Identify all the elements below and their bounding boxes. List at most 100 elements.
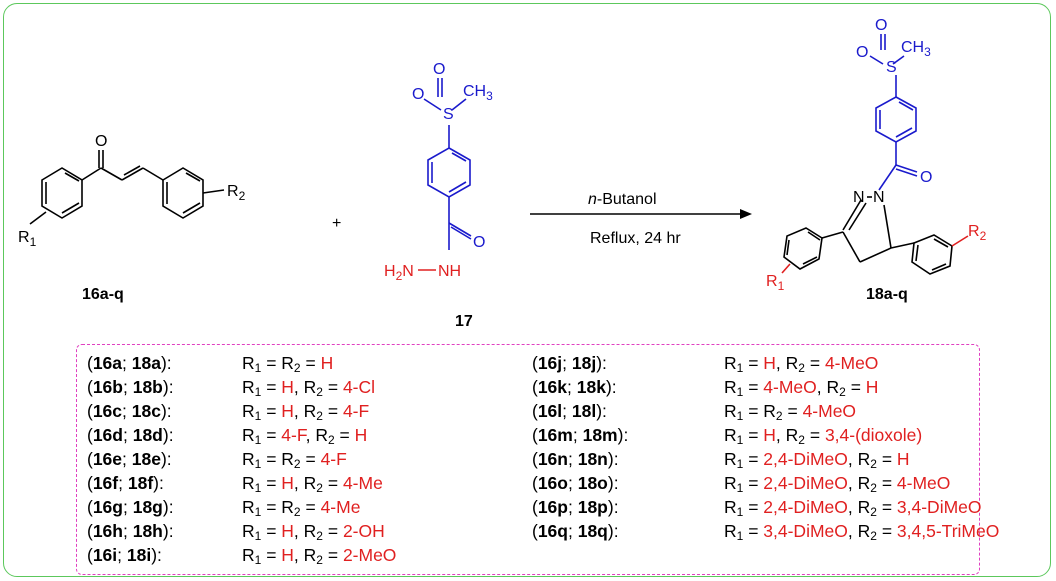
hydrazide-sulfur: S bbox=[443, 106, 454, 123]
chalcone-ring-a bbox=[41, 167, 83, 219]
hydrazide-oxygen-left: O bbox=[412, 86, 424, 103]
paren: ): bbox=[617, 425, 629, 445]
equals: = bbox=[261, 377, 282, 397]
r1-value: H bbox=[763, 353, 776, 373]
r-label: R2 bbox=[304, 545, 323, 566]
r-label: R1 bbox=[242, 425, 261, 446]
r-label: R1 bbox=[724, 425, 743, 446]
r2-value: 3,4-(dioxole) bbox=[824, 425, 923, 445]
r1-value: H bbox=[281, 521, 294, 541]
compound-pair: (16o; 18o): bbox=[532, 471, 619, 495]
equals: = bbox=[743, 401, 764, 421]
substituent-row: (16o; 18o):R1 = 2,4-DiMeO, R2 = 4-MeO bbox=[532, 471, 950, 495]
paren: ( bbox=[87, 353, 93, 373]
r-index: 2 bbox=[870, 457, 877, 471]
equals: = bbox=[743, 353, 764, 373]
substituent-row: (16p; 18p):R1 = 2,4-DiMeO, R2 = 3,4-DiMe… bbox=[532, 495, 982, 519]
comma: , bbox=[847, 497, 858, 517]
r-label: R2 bbox=[858, 449, 877, 471]
hydrazide-amide-oxygen: O bbox=[473, 234, 485, 251]
r-symbol: R bbox=[303, 473, 317, 493]
r1-value: H bbox=[281, 377, 294, 397]
r-label: R1 bbox=[242, 353, 261, 374]
r-symbol: R bbox=[724, 425, 737, 445]
r-label: R1 bbox=[724, 377, 744, 399]
product-oxygen-top: O bbox=[875, 17, 887, 34]
r-symbol: R bbox=[785, 353, 799, 373]
compound-16: 16l bbox=[537, 401, 563, 421]
chalcone-r2: R2 bbox=[227, 183, 246, 203]
equals: = bbox=[334, 425, 355, 445]
compound-16: 16b bbox=[92, 377, 123, 397]
paren: ( bbox=[87, 377, 93, 397]
compound-16: 16n bbox=[537, 449, 568, 469]
r-index: 1 bbox=[736, 385, 744, 399]
r-label: R2 bbox=[281, 353, 301, 375]
r1-value: H bbox=[281, 401, 294, 421]
compound-pair: (16e; 18e): bbox=[87, 447, 172, 471]
compound-16: 16h bbox=[92, 521, 123, 541]
equals: = bbox=[322, 545, 343, 565]
paren: ( bbox=[532, 473, 538, 493]
r-symbol: R bbox=[826, 377, 840, 397]
reaction-scheme: O R1 R2 16a-q + S O O CH3 O H2N NH 17 n-… bbox=[18, 17, 987, 330]
r-label: R1 bbox=[724, 353, 744, 375]
r-label: R2 bbox=[281, 497, 300, 518]
paren: ): bbox=[607, 521, 619, 541]
substituent-definition: R1 = 2,4-DiMeO, R2 = 3,4-DiMeO bbox=[724, 495, 982, 519]
r-label: R2 bbox=[858, 473, 877, 494]
compound-18: 18m bbox=[582, 425, 618, 445]
hydrazide-oxygen-top: O bbox=[433, 61, 445, 78]
compound-pair: (16q; 18q): bbox=[532, 519, 619, 543]
equals: = bbox=[743, 497, 764, 517]
r-label: R2 bbox=[786, 425, 805, 446]
reaction-arrow: n-Butanol Reflux, 24 hr bbox=[530, 191, 752, 247]
r-symbol: R bbox=[724, 497, 737, 517]
r-label: R1 bbox=[242, 401, 261, 422]
product-r1: R1 bbox=[766, 273, 785, 293]
equals: = bbox=[743, 521, 764, 541]
substituent-definition: R1 = H, R2 = 4-MeO bbox=[724, 351, 878, 375]
r1-value: H bbox=[281, 545, 294, 565]
r-index: 1 bbox=[254, 529, 262, 543]
r-label: R1 bbox=[242, 377, 261, 398]
substituent-definition: R1 = R2 = 4-F bbox=[242, 447, 347, 471]
compound-pair: (16g; 18g): bbox=[87, 495, 174, 519]
equals: = bbox=[743, 425, 764, 445]
r-symbol: R bbox=[724, 473, 737, 493]
r2-value: 4-Cl bbox=[342, 377, 376, 397]
product-aryl-r2 bbox=[911, 234, 953, 275]
r2-value: 4-Me bbox=[342, 473, 383, 493]
paren: ( bbox=[532, 425, 538, 445]
r-symbol: R bbox=[281, 449, 294, 469]
paren: ): bbox=[160, 449, 172, 469]
separator: ; bbox=[567, 497, 578, 517]
paren: ( bbox=[532, 497, 538, 517]
product-label: 18a-q bbox=[866, 286, 908, 303]
r-index: 1 bbox=[254, 553, 262, 567]
separator: ; bbox=[567, 473, 578, 493]
product-methyl: CH3 bbox=[901, 39, 931, 59]
equals: = bbox=[322, 521, 343, 541]
substituent-row: (16h; 18h):R1 = H, R2 = 2-OH bbox=[87, 519, 385, 543]
paren: ( bbox=[532, 353, 538, 373]
r-index: 2 bbox=[293, 361, 301, 375]
substituent-row: (16i; 18i):R1 = H, R2 = 2-MeO bbox=[87, 543, 396, 567]
r2-value: H bbox=[865, 377, 879, 397]
r-label: R1 bbox=[242, 545, 262, 567]
compound-pair: (16f; 18f): bbox=[87, 471, 164, 495]
compound-16: 16m bbox=[537, 425, 573, 445]
compound-16: 16p bbox=[537, 497, 568, 517]
separator: ; bbox=[572, 425, 583, 445]
substituent-row: (16e; 18e): R1 = R2 = 4-F bbox=[87, 447, 347, 471]
r-index: 1 bbox=[736, 361, 744, 375]
compound-pair: (16n; 18n): bbox=[532, 447, 619, 471]
compound-16: 16i bbox=[92, 545, 118, 565]
substituent-definition: R1 = R2 = H bbox=[242, 351, 333, 375]
comma: , bbox=[847, 449, 858, 469]
hydrazide-label: 17 bbox=[455, 313, 473, 330]
equals: = bbox=[300, 449, 321, 469]
equals: = bbox=[300, 497, 321, 517]
substituent-table: (16a; 18a):R1 = R2 = H(16b; 18b):R1 = H,… bbox=[76, 344, 999, 575]
r1-value: 3,4-DiMeO bbox=[763, 521, 848, 541]
